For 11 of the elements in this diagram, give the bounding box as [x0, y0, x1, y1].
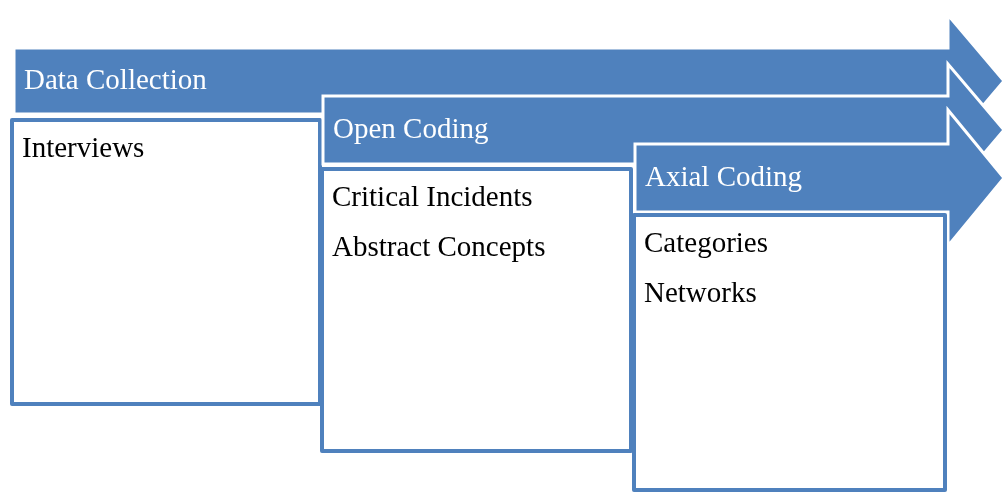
item-text: Abstract Concepts: [331, 229, 547, 264]
content-box: [10, 118, 322, 406]
content-box: [320, 167, 633, 453]
item-text: Categories: [643, 225, 769, 260]
content-box: [632, 213, 947, 492]
item-text: Networks: [643, 275, 758, 310]
stage-title: Open Coding: [333, 111, 489, 146]
stage-title: Axial Coding: [645, 159, 803, 194]
stage-title: Data Collection: [24, 62, 207, 97]
item-text: Critical Incidents: [331, 179, 534, 214]
item-text: Interviews: [21, 130, 146, 165]
